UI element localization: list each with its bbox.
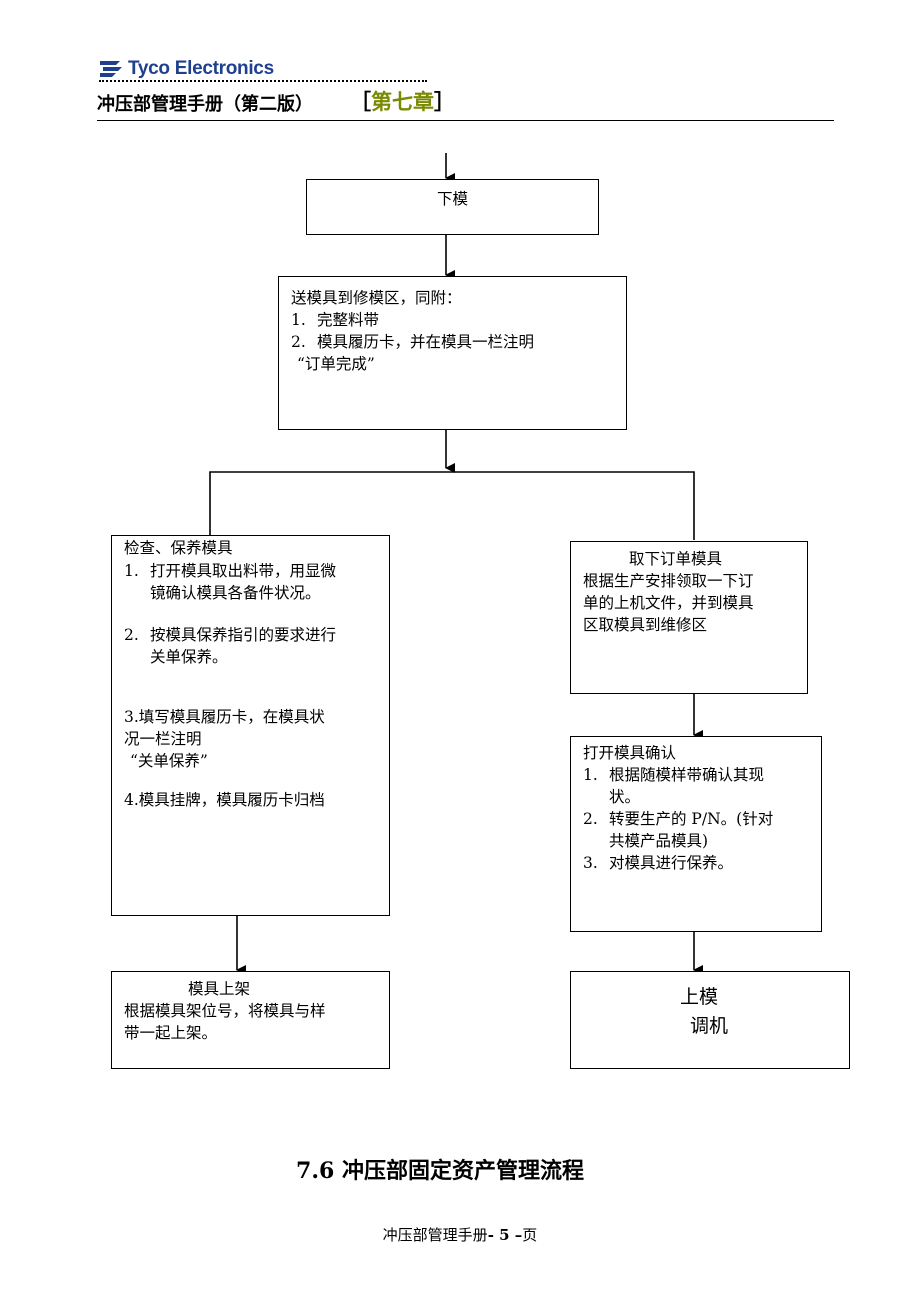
tyco-logo-icon (100, 61, 122, 77)
confirm-title: 打开模具确认 (583, 744, 677, 762)
open-confirm-box: 打开模具确认 1.根据随模样带确认其现 状。 2.转要生产的 P/N。(针对 共… (570, 736, 822, 932)
shelve-line-2: 带一起上架。 (124, 1024, 218, 1042)
take-line-2: 单的上机文件，并到模具 (583, 594, 754, 612)
unload-box: 下模 (306, 179, 599, 235)
footer-text: 冲压部管理手册 (382, 1226, 488, 1244)
chapter-bracket-close: ］ (434, 89, 455, 114)
inspect-step-4: 4.模具挂牌，模具履历卡归档 (124, 791, 325, 809)
send-item-2: 2.模具履历卡，并在模具一栏注明 (291, 333, 535, 351)
shelve-line-1: 根据模具架位号，将模具与样 (124, 1002, 326, 1020)
take-line-3: 区取模具到维修区 (583, 616, 708, 634)
confirm-item-2: 2.转要生产的 P/N。(针对 共模产品模具) (583, 810, 774, 850)
mount-line-2: 调机 (690, 1015, 729, 1037)
send-note: “订单完成” (297, 355, 375, 373)
page-footer: 冲压部管理手册- 5 –页 (0, 1224, 920, 1245)
inspect-step-3: 3.填写模具履历卡，在模具状 况一栏注明 “关单保养” (124, 708, 325, 770)
inspect-item-2: 2.按模具保养指引的要求进行 关单保养。 (124, 626, 337, 666)
tyco-logo: Tyco Electronics (98, 56, 328, 82)
header-rule (97, 120, 834, 121)
chapter-bracket-open: ［ (350, 89, 371, 114)
inspect-maintain-box: 检查、保养模具 1.打开模具取出料带，用显微 镜确认模具各备件状况。 2.按模具… (111, 535, 390, 916)
shelve-title: 模具上架 (188, 980, 251, 998)
inspect-title: 检查、保养模具 (124, 539, 233, 557)
unload-label: 下模 (436, 190, 468, 208)
footer-page-number: - 5 – (487, 1226, 523, 1244)
chapter-text: 第七章 (371, 89, 434, 114)
chapter-label: ［第七章］ (350, 86, 455, 116)
footer-suffix: 页 (522, 1226, 538, 1244)
mount-box: 上模 调机 (570, 971, 850, 1069)
split-line (209, 471, 695, 540)
send-title: 送模具到修模区，同附： (291, 289, 462, 307)
shelve-box: 模具上架 根据模具架位号，将模具与样 带一起上架。 (111, 971, 390, 1069)
send-item-1: 1.完整料带 (291, 311, 380, 329)
brand-name: Tyco Electronics (128, 58, 274, 79)
send-to-repair-box: 送模具到修模区，同附： 1.完整料带 2.模具履历卡，并在模具一栏注明 “订单完… (278, 276, 627, 430)
take-order-mold-box: 取下订单模具 根据生产安排领取一下订 单的上机文件，并到模具 区取模具到维修区 (570, 541, 808, 694)
inspect-item-1: 1.打开模具取出料带，用显微 镜确认模具各备件状况。 (124, 562, 337, 602)
confirm-item-1: 1.根据随模样带确认其现 状。 (583, 766, 765, 806)
section-title: 7.6 冲压部固定资产管理流程 (296, 1158, 584, 1184)
mount-line-1: 上模 (680, 986, 719, 1008)
take-line-1: 根据生产安排领取一下订 (583, 572, 754, 590)
header-dotted-line (99, 80, 427, 82)
confirm-item-3: 3.对模具进行保养。 (583, 854, 734, 872)
manual-title: 冲压部管理手册（第二版） (97, 94, 313, 115)
take-title: 取下订单模具 (629, 550, 723, 568)
